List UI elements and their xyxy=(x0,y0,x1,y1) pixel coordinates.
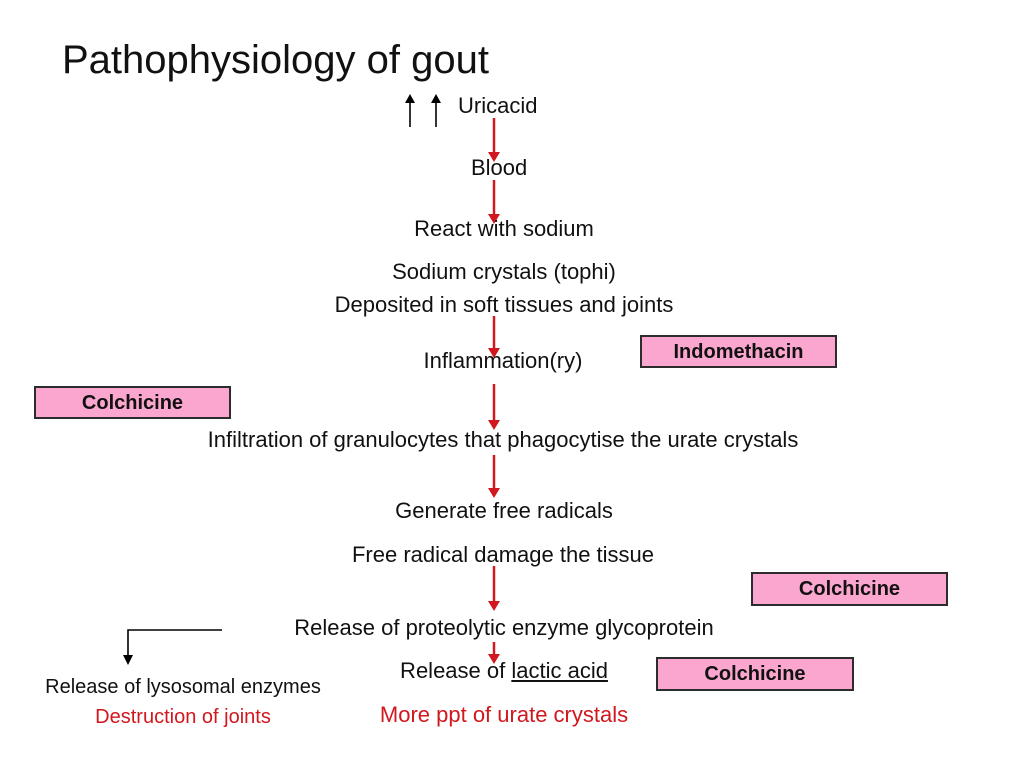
step-deposited: Deposited in soft tissues and joints xyxy=(334,292,674,317)
step-blood: Blood xyxy=(471,155,528,180)
lactic-term: lactic acid xyxy=(511,658,608,683)
branch-connector-arrow xyxy=(123,629,222,665)
step-inflammation: Inflammation(ry) xyxy=(423,348,583,373)
step-radical-damage: Free radical damage the tissue xyxy=(351,542,655,567)
drug-badge-indomethacin: Indomethacin xyxy=(640,335,837,368)
increase-arrow-2 xyxy=(431,94,441,127)
drug-badge-colchicine-1: Colchicine xyxy=(34,386,231,419)
drug-badge-colchicine-2: Colchicine xyxy=(751,572,948,606)
step-proteolytic-release: Release of proteolytic enzyme glycoprote… xyxy=(294,615,714,640)
flow-arrow-5 xyxy=(488,455,500,498)
step-generate-radicals: Generate free radicals xyxy=(395,498,613,523)
page-title: Pathophysiology of gout xyxy=(62,38,489,82)
step-react-sodium: React with sodium xyxy=(414,216,594,241)
increase-arrow-1 xyxy=(405,94,415,127)
step-lysosomal-release: Release of lysosomal enzymes xyxy=(45,676,321,698)
flow-arrow-3 xyxy=(488,316,500,358)
flow-arrow-1 xyxy=(488,118,500,162)
flow-arrow-7 xyxy=(488,642,500,664)
step-sodium-crystals: Sodium crystals (tophi) xyxy=(392,259,616,284)
step-uric-acid: Uricacid xyxy=(458,93,538,118)
step-infiltration: Infiltration of granulocytes that phagoc… xyxy=(207,427,799,452)
step-lactic-acid: Release of lactic acid xyxy=(400,658,608,684)
flow-arrow-6 xyxy=(488,566,500,611)
flow-arrow-4 xyxy=(488,384,500,430)
step-joint-destruction: Destruction of joints xyxy=(95,706,271,728)
step-urate-ppt: More ppt of urate crystals xyxy=(379,702,629,727)
lactic-prefix: Release of xyxy=(400,658,512,683)
drug-badge-colchicine-3: Colchicine xyxy=(656,657,854,691)
flow-arrow-2 xyxy=(488,180,500,224)
